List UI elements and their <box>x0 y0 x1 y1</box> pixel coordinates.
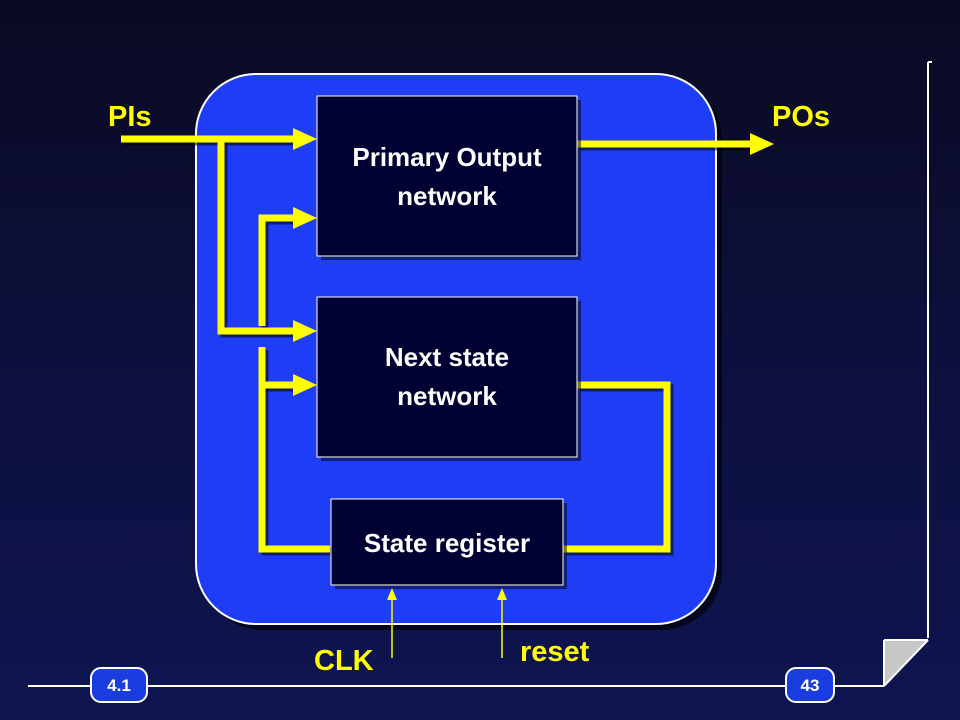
section-badge-text: 4.1 <box>107 676 131 695</box>
clk-label: CLK <box>314 645 374 677</box>
page-number-badge: 43 <box>785 667 835 703</box>
reset-label: reset <box>520 636 590 668</box>
state-wire-to-next-state <box>258 347 330 553</box>
pis-label: PIs <box>108 101 152 133</box>
next-state-to-register-wire <box>563 381 671 553</box>
po-output-wire <box>577 133 774 155</box>
pi-wire-to-primary-output <box>121 128 317 150</box>
state-register-label: State register <box>364 528 530 558</box>
primary-output-line1: Primary Output <box>352 142 542 172</box>
primary-output-network-block: Primary Output network <box>316 95 581 260</box>
next-state-line2: network <box>397 381 497 411</box>
state-wire-to-primary-output <box>258 207 317 326</box>
page-corner-decoration <box>883 61 932 687</box>
state-register-block: State register <box>330 498 567 589</box>
clk-arrow <box>387 588 397 658</box>
pos-label: POs <box>772 101 830 133</box>
pi-wire-to-next-state <box>217 139 317 342</box>
next-state-line1: Next state <box>385 342 509 372</box>
next-state-network-block: Next state network <box>316 296 581 461</box>
section-badge: 4.1 <box>90 667 148 703</box>
primary-output-line2: network <box>397 181 497 211</box>
reset-arrow <box>497 588 507 658</box>
page-number-text: 43 <box>801 676 820 695</box>
